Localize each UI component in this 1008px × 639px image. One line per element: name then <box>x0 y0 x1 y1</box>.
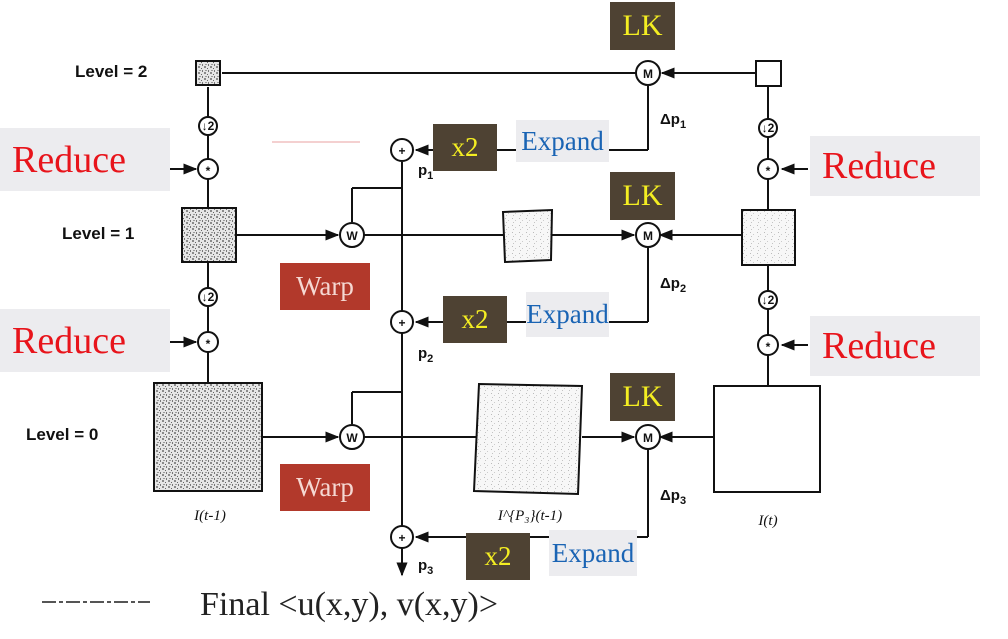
cur-image-level1 <box>741 209 796 266</box>
prev-image-level0 <box>153 382 263 492</box>
svg-text:*: * <box>206 164 211 178</box>
lk-label: LK <box>610 172 675 220</box>
lk-label: LK <box>610 373 675 421</box>
dp3-label: Δp3 <box>660 487 686 507</box>
parameter-labels: p1 p2 p3 Δp1 Δp2 Δp3 <box>418 111 686 577</box>
convolution-node: * <box>757 334 779 356</box>
match-node: M <box>635 60 661 86</box>
svg-text:*: * <box>766 164 771 178</box>
match-node: M <box>635 424 661 450</box>
expand-label: Expand <box>526 292 609 337</box>
svg-text:W: W <box>346 229 358 243</box>
warped-images <box>472 208 584 496</box>
warp-node: W <box>339 222 365 248</box>
svg-text:+: + <box>398 316 405 330</box>
svg-text:M: M <box>643 431 653 445</box>
expand-label: Expand <box>549 530 637 576</box>
downsample-node: ↓2 <box>758 290 778 310</box>
sum-node: + <box>390 525 414 549</box>
cur-image-caption: I(t) <box>757 513 777 529</box>
reduce-label: Reduce <box>0 309 170 372</box>
warped-image-level0 <box>472 382 584 496</box>
svg-text:+: + <box>398 531 405 545</box>
prev-image-caption: I(t-1) <box>193 508 226 524</box>
right-pyramid-images <box>713 60 821 493</box>
cur-image-level0 <box>713 385 821 493</box>
connections <box>170 67 808 577</box>
svg-text:↓2: ↓2 <box>202 290 215 304</box>
warp-label: Warp <box>280 464 370 511</box>
svg-text:+: + <box>398 144 405 158</box>
downsample-node: ↓2 <box>758 118 778 138</box>
x2-label: x2 <box>466 533 530 580</box>
p2-label: p2 <box>418 345 433 365</box>
x2-label: x2 <box>433 124 497 171</box>
operator-nodes: ↓2 ↓2 ↓2 ↓2 * * * * <box>197 60 779 549</box>
level-0-label: Level = 0 <box>26 425 99 444</box>
sum-node: + <box>390 138 414 162</box>
dp1-label: Δp1 <box>660 111 686 131</box>
expand-label: Expand <box>516 120 609 162</box>
downsample-node: ↓2 <box>198 287 218 307</box>
convolution-node: * <box>757 158 779 180</box>
svg-text:↓2: ↓2 <box>762 293 775 307</box>
convolution-node: * <box>197 331 219 353</box>
svg-text:M: M <box>643 229 653 243</box>
warp-node: W <box>339 424 365 450</box>
svg-text:*: * <box>206 337 211 351</box>
svg-text:↓2: ↓2 <box>762 121 775 135</box>
cur-image-level2 <box>755 60 782 87</box>
reduce-label: Reduce <box>0 128 170 191</box>
reduce-label: Reduce <box>810 316 980 376</box>
downsample-node: ↓2 <box>198 116 218 136</box>
sum-node: + <box>390 310 414 334</box>
final-output-text: Final <u(x,y), v(x,y)> <box>200 586 499 623</box>
warped-image-caption: I^{P₃}(t-1) <box>497 508 562 524</box>
match-node: M <box>635 222 661 248</box>
level-1-label: Level = 1 <box>62 224 135 243</box>
convolution-node: * <box>197 158 219 180</box>
warp-label: Warp <box>280 263 370 310</box>
p1-label: p1 <box>418 162 433 182</box>
lk-label: LK <box>610 2 675 50</box>
warped-image-level1 <box>501 208 554 264</box>
dp2-label: Δp2 <box>660 275 686 295</box>
level-2-label: Level = 2 <box>75 62 148 81</box>
prev-image-level1 <box>181 207 237 263</box>
reduce-label: Reduce <box>810 136 980 196</box>
svg-text:*: * <box>766 340 771 354</box>
p3-label: p3 <box>418 557 433 577</box>
svg-text:M: M <box>643 67 653 81</box>
left-pyramid-images <box>153 60 263 492</box>
prev-image-level2 <box>195 60 221 86</box>
x2-label: x2 <box>443 296 507 343</box>
svg-text:W: W <box>346 431 358 445</box>
svg-text:↓2: ↓2 <box>202 119 215 133</box>
